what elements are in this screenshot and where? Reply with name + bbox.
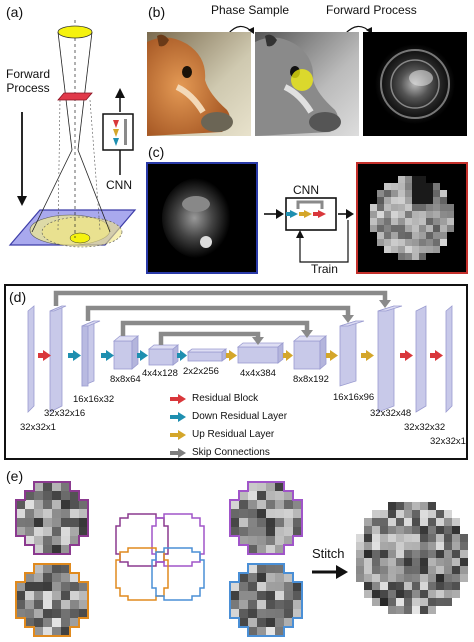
dim-label-10: 32x32x48 [370, 408, 412, 419]
dim-label-3: 16x16x32 [73, 394, 115, 405]
arrow-up-3 [326, 350, 338, 361]
dim-label-1: 32x32x1 [20, 422, 56, 433]
diffraction-pattern-b [363, 32, 467, 136]
block-32x32x1-in [27, 305, 35, 413]
squirrel-photo [147, 32, 251, 136]
arrow-down-2 [101, 350, 114, 361]
tile-bottom-left [15, 563, 89, 637]
panel-c-label: (c) [148, 144, 165, 160]
legend-arrow-yellow [170, 429, 186, 440]
block-32x32x48 [377, 305, 395, 413]
panel-b-arrows [227, 25, 372, 35]
block-4x4x384 [237, 346, 279, 364]
arrow-down-3 [137, 350, 148, 361]
phase-sample-label: Phase Sample [211, 3, 290, 17]
legend-residual-block: Residual Block [170, 393, 258, 404]
dim-label-6: 2x2x256 [183, 366, 219, 377]
legend-arrow-gray [170, 447, 186, 458]
block-2x2x256 [187, 351, 223, 362]
tile-bottom-right [229, 563, 303, 637]
block-32x32x32 [415, 305, 427, 413]
stitched-reconstruction [356, 502, 468, 614]
block-4x4x128 [148, 348, 174, 366]
dim-label-12: 32x32x1 [430, 436, 466, 447]
forward-process-label-b: Forward Process [326, 3, 417, 17]
unet-architecture-diagram [27, 290, 453, 413]
block-16x16x96 [339, 320, 357, 387]
block-8x8x64 [113, 340, 133, 370]
skip-connection-3 [120, 320, 310, 336]
tile-overlap-outlines [115, 513, 205, 601]
panel-a-optics-diagram [8, 20, 137, 248]
beam-spot-right [41, 216, 123, 248]
legend-down-residual: Down Residual Layer [170, 411, 287, 422]
panel-c-arrows [264, 197, 354, 263]
panel-e-label: (e) [6, 468, 24, 484]
legend-arrow-red [170, 393, 186, 404]
dim-label-7: 4x4x384 [240, 368, 276, 379]
dim-label-11: 32x32x32 [404, 422, 446, 433]
panel-d-label: (d) [9, 289, 27, 305]
phase-sample-image [255, 32, 359, 136]
arrow-up-4 [361, 350, 374, 361]
layer-arrows [38, 350, 443, 361]
cnn-label-a: CNN [106, 178, 132, 192]
stitch-arrow [312, 565, 348, 579]
panel-a-label: (a) [6, 4, 24, 20]
panel-d-frame [4, 284, 468, 460]
measured-diffraction-input [146, 162, 258, 274]
dim-label-4: 8x8x64 [110, 374, 141, 385]
legend-up-residual: Up Residual Layer [170, 429, 274, 440]
arrow-up-1 [226, 350, 237, 361]
train-label: Train [311, 262, 338, 276]
dim-label-5: 4x4x128 [142, 368, 178, 379]
skip-connections [53, 290, 388, 345]
forward-process-label: Forward Process [6, 67, 51, 95]
panel-b-label: (b) [148, 4, 166, 20]
arrow-down-1 [68, 350, 81, 361]
block-32x32x16 [49, 305, 63, 413]
skip-connection-outer [53, 290, 388, 306]
stitch-label: Stitch [312, 546, 345, 561]
skip-connection-2 [85, 305, 351, 321]
arrow-up-2 [283, 350, 293, 361]
top-aperture [57, 25, 93, 39]
cnn-mini-box [102, 113, 134, 151]
cnn-label-c: CNN [293, 183, 319, 197]
legend-arrow-blue [170, 411, 186, 422]
reconstructed-phase-output [356, 162, 468, 274]
dim-label-2: 32x32x16 [44, 408, 86, 419]
arrow-residual-1 [38, 350, 51, 361]
arrow-residual-2 [400, 350, 413, 361]
arrow-residual-3 [430, 350, 443, 361]
skip-connection-inner [158, 331, 261, 345]
tile-top-left [15, 481, 89, 555]
dim-label-9: 16x16x96 [333, 392, 375, 403]
tile-top-right [229, 481, 303, 555]
block-8x8x192 [293, 340, 321, 370]
beam-focus [69, 232, 91, 244]
red-sample-plane [57, 92, 93, 101]
block-32x32x1-out [445, 305, 453, 413]
probe-spot [291, 69, 313, 91]
dim-label-8: 8x8x192 [293, 374, 329, 385]
legend-skip-connections: Skip Connections [170, 447, 270, 458]
arrow-down-4 [177, 350, 187, 361]
